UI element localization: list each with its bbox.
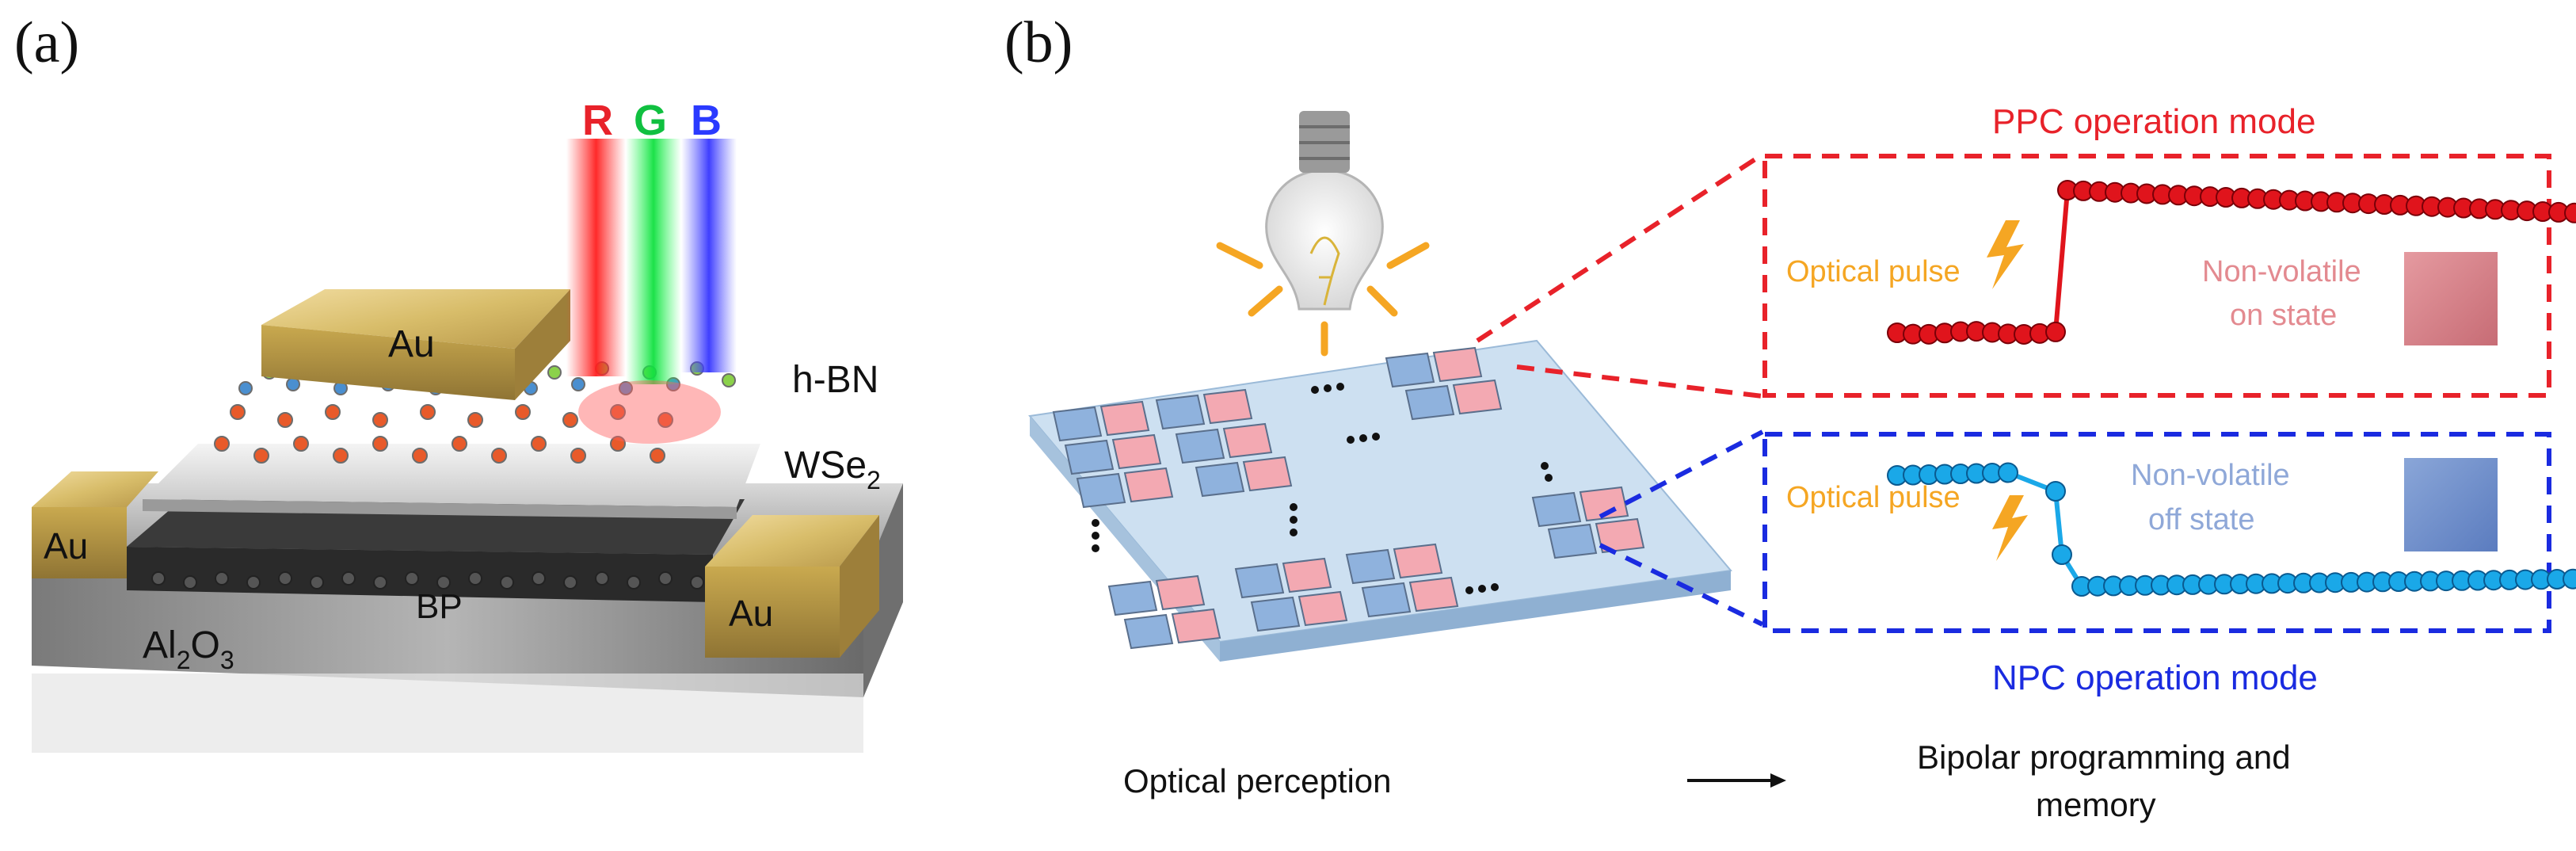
al2o3-label: Al2O3 xyxy=(143,624,234,674)
ppc-state-line1: Non-volatile xyxy=(2202,255,2361,288)
memory-cell-blue xyxy=(1250,596,1301,632)
red-beam xyxy=(566,139,626,376)
memory-cell-pink xyxy=(1452,379,1503,415)
memory-cell-blue xyxy=(1175,428,1225,464)
memory-cell-pink xyxy=(1123,467,1174,503)
wse2-layer-front xyxy=(143,499,737,519)
ppc-trace-points xyxy=(1887,180,2576,345)
al2o3-substrate-front xyxy=(32,571,863,697)
ppc-box xyxy=(1762,154,2551,398)
au-top-label: Au xyxy=(388,323,435,365)
au-right-electrode-front xyxy=(705,567,840,658)
memory-cell-pink xyxy=(1408,576,1459,612)
memory-cell-blue xyxy=(1547,523,1598,559)
panel-a-label: (a) xyxy=(14,10,80,75)
memory-array-schematic: PPC operation mode Optical pulse Non-vol… xyxy=(1028,102,2576,823)
au-right-label: Au xyxy=(729,593,773,634)
memory-cells xyxy=(1052,346,1645,650)
beam-letter-r: R xyxy=(582,97,613,144)
memory-cell-blue xyxy=(1385,352,1435,388)
hbn-label: h-BN xyxy=(792,359,878,401)
optical-perception-caption: Optical perception xyxy=(1123,762,1392,799)
ppc-pulse-label: Optical pulse xyxy=(1786,255,1961,288)
trace-point xyxy=(2564,202,2576,223)
memory-cell-pink xyxy=(1099,400,1150,437)
memory-cell-blue xyxy=(1404,384,1455,421)
ppc-state-line2: on state xyxy=(2230,299,2337,332)
npc-lightning-icon xyxy=(1992,495,2028,561)
programming-caption-line1: Bipolar programming and xyxy=(1917,738,2291,776)
device-schematic: R G B Au Au Au h-BN WSe2 BP Al2O3 xyxy=(32,97,903,753)
memory-cell-pink xyxy=(1393,543,1443,579)
memory-cell-blue xyxy=(1064,439,1115,475)
bp-layer-front xyxy=(127,547,713,602)
au-top-electrode-front xyxy=(261,325,515,400)
ppc-title: PPC operation mode xyxy=(1992,102,2315,141)
memory-cell-pink xyxy=(1155,574,1206,611)
caption-arrow-head xyxy=(1770,773,1786,788)
green-beam xyxy=(626,139,681,384)
au-top-electrode-side xyxy=(515,289,570,400)
memory-cell-pink xyxy=(1579,486,1629,522)
al2o3-substrate-side xyxy=(863,483,903,697)
ppc-on-state-square xyxy=(2404,252,2498,345)
ppc-lightning-icon xyxy=(1987,220,2024,289)
au-left-electrode-front xyxy=(32,507,127,578)
memory-cell-blue xyxy=(1076,472,1126,509)
memory-cell-blue xyxy=(1107,580,1158,616)
npc-title: NPC operation mode xyxy=(1992,658,2318,697)
au-right-electrode-side xyxy=(840,515,879,658)
memory-cell-blue xyxy=(1234,563,1285,599)
beam-letter-g: G xyxy=(634,97,667,144)
memory-cell-blue xyxy=(1195,461,1245,498)
memory-cell-pink xyxy=(1111,433,1162,470)
trace-point xyxy=(2052,544,2072,565)
wse2-label: WSe2 xyxy=(784,445,881,494)
memory-cell-blue xyxy=(1123,613,1174,650)
au-right-electrode xyxy=(705,515,879,567)
memory-cell-pink xyxy=(1282,557,1332,593)
beam-spot xyxy=(578,380,721,444)
memory-cell-pink xyxy=(1595,517,1645,554)
trace-point xyxy=(1998,462,2018,483)
npc-state-line1: Non-volatile xyxy=(2131,459,2290,492)
memory-cell-pink xyxy=(1432,346,1483,383)
memory-cell-pink xyxy=(1171,608,1221,644)
au-top-electrode xyxy=(261,289,570,349)
array-ellipsis xyxy=(1092,383,1553,594)
array-plate-edge2 xyxy=(1220,571,1731,662)
npc-box xyxy=(1762,432,2551,633)
bp-atoms xyxy=(151,571,704,590)
npc-state-line2: off state xyxy=(2148,503,2255,536)
al2o3-reflection xyxy=(32,674,863,753)
au-left-electrode xyxy=(32,471,158,507)
programming-caption-line2: memory xyxy=(2036,786,2156,823)
memory-cell-pink xyxy=(1222,422,1273,459)
bp-label: BP xyxy=(416,587,463,626)
memory-cell-blue xyxy=(1052,406,1103,442)
memory-cell-pink xyxy=(1202,388,1253,425)
panel-b-label: (b) xyxy=(1004,10,1073,75)
memory-cell-blue xyxy=(1345,548,1396,585)
light-rays xyxy=(1216,242,1430,357)
trace-point xyxy=(2045,481,2066,502)
au-left-label: Au xyxy=(44,525,88,567)
memory-cell-blue xyxy=(1361,582,1412,618)
projection-lines xyxy=(1476,152,1764,627)
trace-point xyxy=(2563,568,2576,590)
npc-trace-points xyxy=(1887,462,2576,597)
npc-pulse-label: Optical pulse xyxy=(1786,481,1961,514)
memory-cell-blue xyxy=(1531,491,1582,528)
trace-point xyxy=(2045,321,2066,342)
memory-cell-pink xyxy=(1298,590,1348,627)
memory-cell-blue xyxy=(1155,394,1206,430)
beam-letter-b: B xyxy=(691,97,722,144)
npc-off-state-square xyxy=(2404,458,2498,551)
wse2-layer xyxy=(143,444,760,507)
memory-cell-pink xyxy=(1242,456,1293,492)
light-bulb-icon xyxy=(1265,111,1384,311)
blue-beam xyxy=(681,139,737,372)
